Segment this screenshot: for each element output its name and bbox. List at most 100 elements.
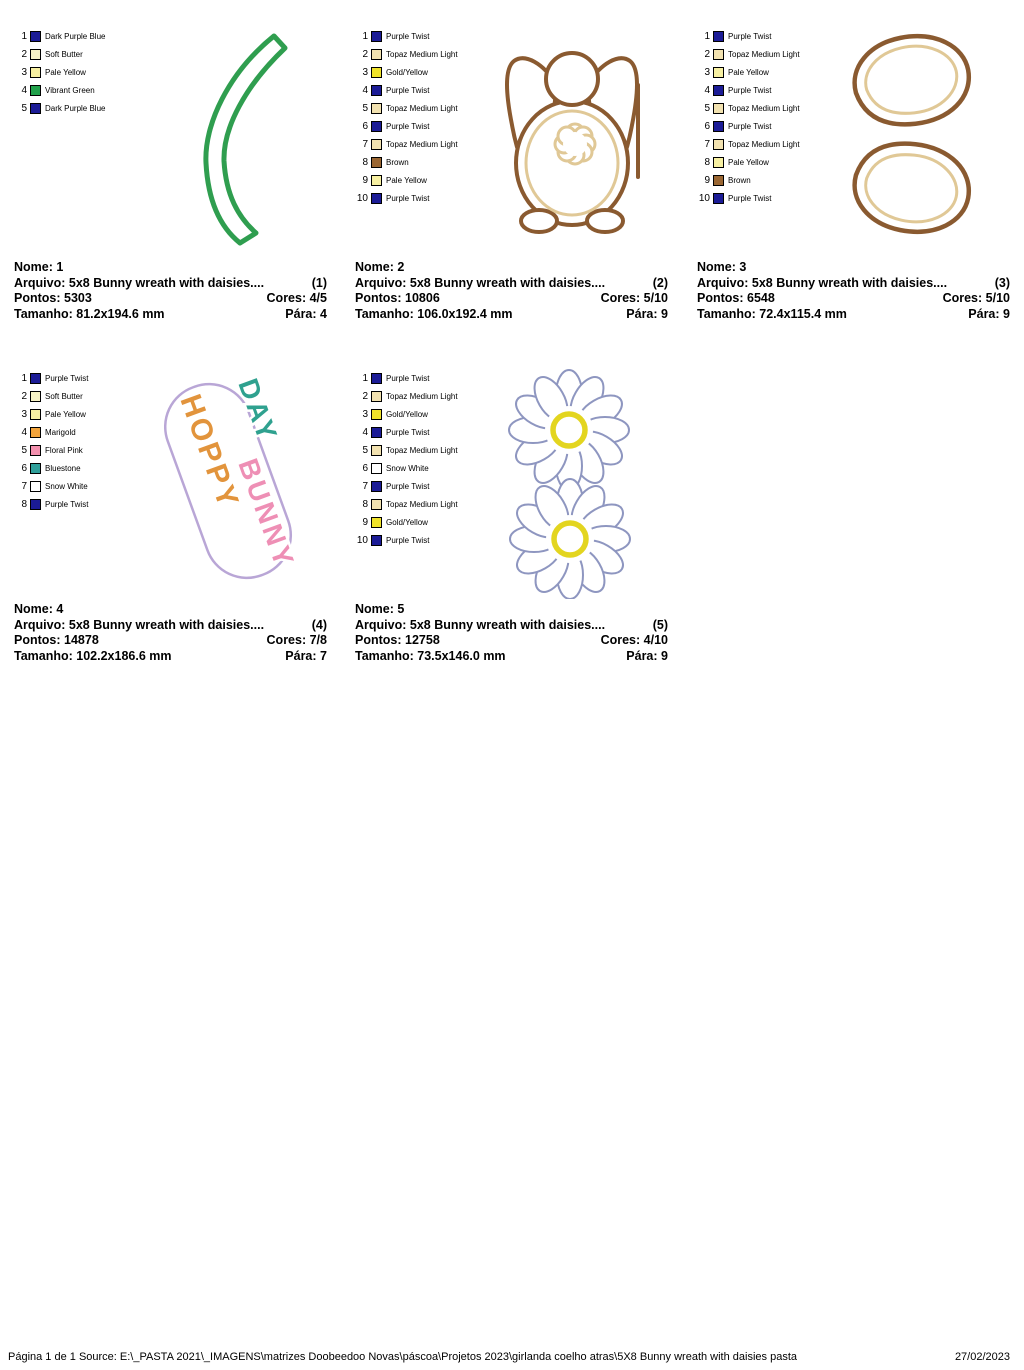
thread-color-swatch — [713, 138, 724, 150]
thread-number: 3 — [704, 66, 710, 78]
thread-number: 2 — [362, 390, 368, 402]
tamanho-value: 102.2x186.6 mm — [76, 648, 172, 663]
bunny-inner-stitch — [524, 109, 620, 217]
thread-color-swatch — [30, 84, 41, 96]
tamanho-value: 72.4x115.4 mm — [759, 306, 847, 321]
arquivo-value: 5x8 Bunny wreath with daisies.... — [409, 275, 606, 290]
thread-number: 3 — [21, 66, 27, 78]
thread-color-swatch — [371, 390, 382, 402]
thread-color-swatch — [713, 48, 724, 60]
design-1-meta: Nome: 1 Arquivo: 5x8 Bunny wreath with d… — [14, 260, 327, 322]
thread-color-name: Purple Twist — [386, 535, 430, 545]
ear-bottom-inner — [852, 141, 972, 234]
thread-number: 4 — [362, 84, 368, 96]
thread-number: 4 — [362, 426, 368, 438]
tamanho-label: Tamanho: — [14, 306, 73, 321]
thread-color-name: Pale Yellow — [728, 157, 769, 167]
thread-color-swatch — [371, 516, 382, 528]
thread-color-swatch — [371, 102, 382, 114]
pontos-label: Pontos: — [355, 291, 402, 305]
thread-number: 1 — [21, 30, 27, 42]
thread-color-name: Dark Purple Blue — [45, 103, 106, 113]
thread-color-swatch — [30, 102, 41, 114]
thread-row: 8 Pale Yellow — [697, 153, 847, 171]
arquivo-label: Arquivo: — [355, 617, 407, 632]
cores-label: Cores: — [600, 291, 641, 305]
thread-color-name: Pale Yellow — [386, 175, 427, 185]
design-2-artwork — [505, 27, 668, 260]
tamanho-label: Tamanho: — [14, 648, 73, 663]
thread-color-name: Purple Twist — [45, 373, 89, 383]
thread-color-name: Pale Yellow — [45, 409, 86, 419]
pontos-value: 6548 — [747, 291, 775, 305]
tamanho-label: Tamanho: — [355, 306, 414, 321]
thread-color-name: Gold/Yellow — [386, 67, 428, 77]
para-value: 9 — [661, 306, 668, 321]
nome-value: 1 — [56, 260, 64, 274]
pontos-value: 5303 — [64, 291, 92, 305]
tamanho-label: Tamanho: — [697, 306, 756, 321]
cores-label: Cores: — [600, 633, 641, 647]
cores-label: Cores: — [266, 633, 307, 647]
thread-color-name: Brown — [728, 175, 751, 185]
thread-color-swatch — [713, 120, 724, 132]
thread-color-swatch — [30, 390, 41, 402]
thread-color-swatch — [30, 48, 41, 60]
thread-color-name: Bluestone — [45, 463, 81, 473]
thread-number: 4 — [21, 426, 27, 438]
thread-number: 3 — [21, 408, 27, 420]
thread-number: 8 — [362, 156, 368, 168]
bunny-right-foot — [585, 208, 625, 234]
thread-color-swatch — [371, 426, 382, 438]
arquivo-label: Arquivo: — [355, 275, 407, 290]
thread-number: 7 — [704, 138, 710, 150]
thread-color-swatch — [713, 174, 724, 186]
thread-color-swatch — [371, 444, 382, 456]
thread-color-swatch — [371, 372, 382, 384]
thread-color-name: Vibrant Green — [45, 85, 95, 95]
arquivo-number: (5) — [652, 617, 668, 632]
wreath-arc-shape — [203, 33, 288, 246]
arquivo-value: 5x8 Bunny wreath with daisies.... — [751, 275, 948, 290]
design-2-drawing — [505, 51, 640, 234]
thread-color-name: Purple Twist — [386, 481, 430, 491]
thread-color-name: Marigold — [45, 427, 76, 437]
thread-color-swatch — [30, 462, 41, 474]
thread-color-name: Soft Butter — [45, 49, 83, 59]
thread-color-swatch — [371, 120, 382, 132]
thread-number: 2 — [21, 390, 27, 402]
thread-number: 1 — [704, 30, 710, 42]
thread-color-swatch — [30, 408, 41, 420]
thread-color-swatch — [371, 174, 382, 186]
thread-color-name: Pale Yellow — [728, 67, 769, 77]
cores-label: Cores: — [942, 291, 983, 305]
arquivo-value: 5x8 Bunny wreath with daisies.... — [68, 275, 265, 290]
thread-color-swatch — [371, 480, 382, 492]
thread-color-swatch — [713, 30, 724, 42]
nome-label: Nome: — [14, 602, 53, 616]
design-5-artwork — [505, 369, 668, 602]
thread-color-swatch — [371, 30, 382, 42]
design-4-drawing: HOPPY DAY BUNNY — [164, 372, 303, 580]
bunny-left-foot — [519, 208, 559, 234]
cores-value: 7/8 — [309, 633, 327, 647]
thread-color-name: Purple Twist — [386, 427, 430, 437]
thread-color-swatch — [713, 102, 724, 114]
nome-label: Nome: — [355, 260, 394, 274]
thread-number: 8 — [704, 156, 710, 168]
arquivo-label: Arquivo: — [14, 275, 66, 290]
thread-number: 5 — [704, 102, 710, 114]
thread-color-swatch — [30, 66, 41, 78]
